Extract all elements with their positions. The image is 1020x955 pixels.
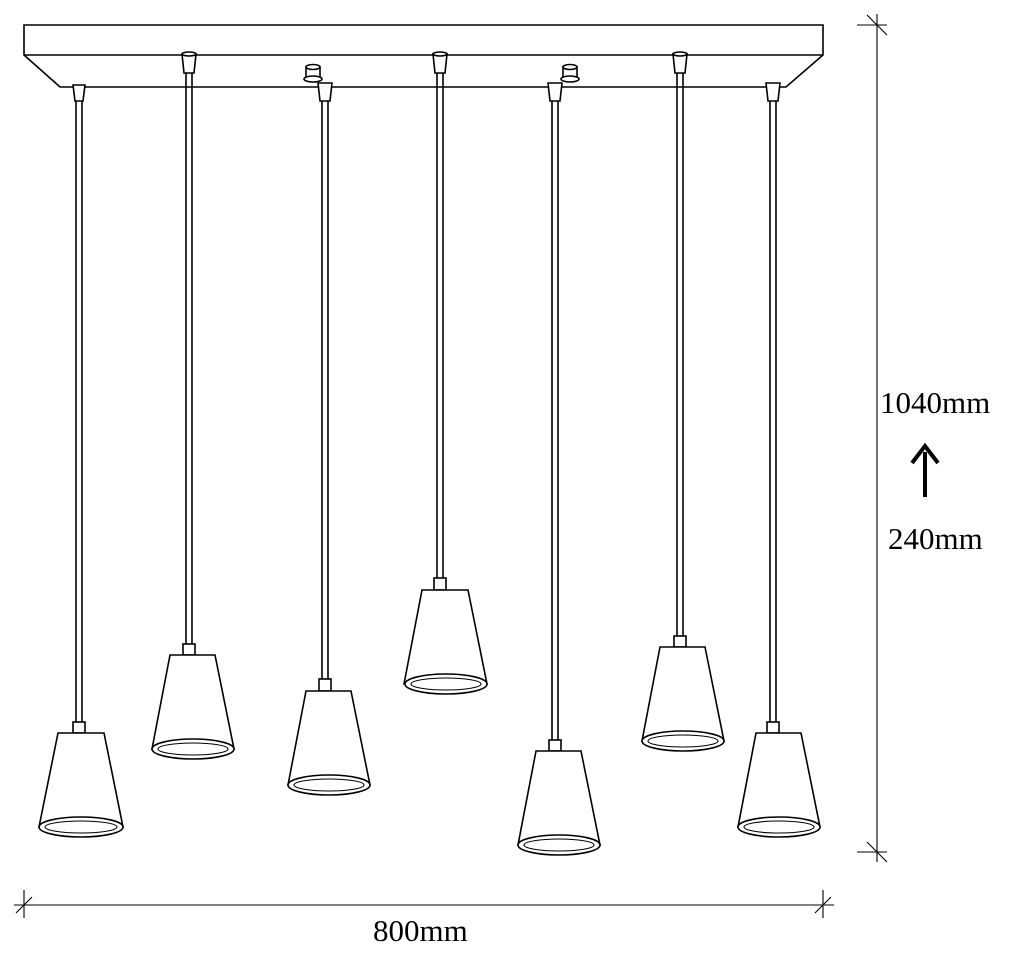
height-max-label: 1040mm — [880, 385, 990, 420]
width-label: 800mm — [373, 913, 468, 948]
mounting-screw — [560, 63, 580, 83]
pendant-lamp — [517, 82, 601, 856]
arrow-up-icon — [910, 442, 940, 497]
ceiling-canopy — [23, 24, 824, 88]
height-dimension-line — [857, 14, 888, 863]
mounting-screw — [303, 63, 323, 83]
pendant-lamp — [641, 51, 725, 752]
height-min-label: 240mm — [888, 521, 983, 556]
pendant-lamp — [151, 51, 235, 760]
pendant-lamp — [287, 82, 371, 796]
width-dimension-line — [14, 890, 834, 918]
pendant-lamp — [737, 82, 821, 838]
pendant-lamp — [403, 51, 488, 695]
pendant-lamp — [38, 84, 124, 838]
